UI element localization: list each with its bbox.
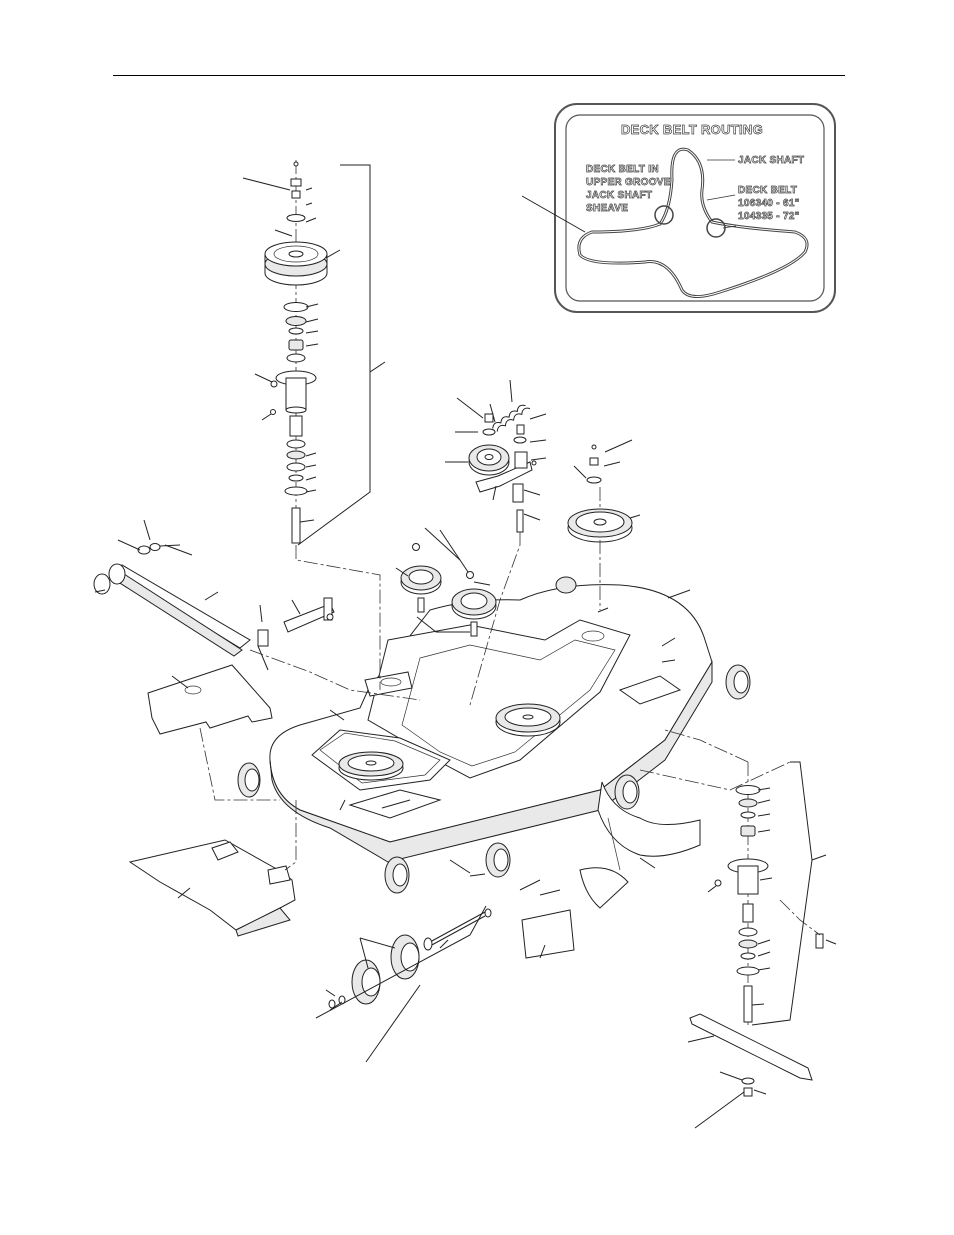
decal-left-line-3: JACK SHAFT <box>586 190 652 201</box>
decal-title: DECK BELT ROUTING <box>621 122 763 137</box>
decal-left-line-4: SHEAVE <box>586 203 628 214</box>
decal-deck-belt-label: DECK BELT 106340 - 61" 104335 - 72" <box>738 185 800 223</box>
left-spindle-exploded-stack <box>242 160 386 546</box>
decal-belt-line-1: DECK BELT <box>738 185 797 196</box>
decal-jack-shaft-label: JACK SHAFT <box>738 155 804 166</box>
decal-left-label: DECK BELT IN UPPER GROOVE JACK SHAFT SHE… <box>586 164 671 215</box>
deck-belt-routing-decal: DECK BELT ROUTING DECK BELT IN UPPER GRO… <box>521 103 836 313</box>
gauge-wheels <box>237 576 751 894</box>
decal-left-line-1: DECK BELT IN <box>586 164 659 175</box>
header-rule <box>113 75 845 76</box>
mower-deck-body <box>237 527 751 909</box>
decal-belt-line-2: 106340 - 61" <box>738 198 800 209</box>
right-jack-pulley <box>567 439 641 543</box>
deck-lift-arm <box>93 519 335 671</box>
decal-leader-line <box>521 195 586 233</box>
assembly-centerlines <box>199 532 821 936</box>
decal-belt-line-3: 104335 - 72" <box>738 211 800 222</box>
belt-path <box>577 147 809 298</box>
decal-left-line-2: UPPER GROOVE <box>586 177 671 188</box>
gauge-wheel-kit <box>315 905 492 1063</box>
idler-arm-assembly <box>445 379 547 533</box>
deck-shields <box>128 664 575 959</box>
right-spindle-exploded-stack <box>687 761 837 1129</box>
